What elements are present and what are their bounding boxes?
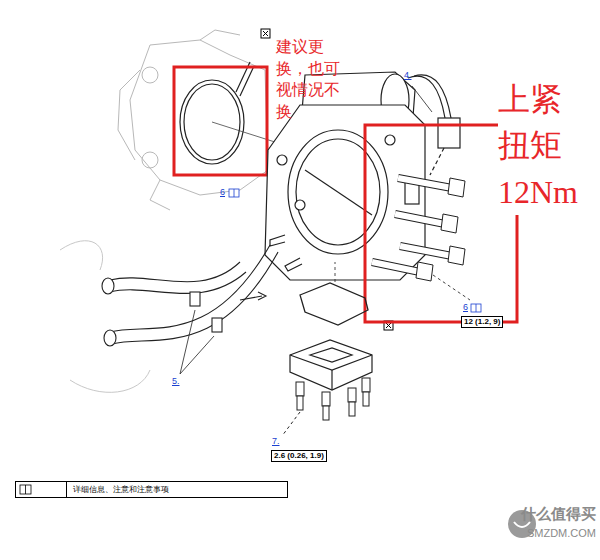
hoses [102,245,278,374]
callout-number: 6 [220,187,225,198]
screws [282,378,370,436]
torque-value: 12 (1.2, 9) [461,316,503,328]
book-icon [16,482,67,497]
legend-row: 详细信息、注意和注意事项 [15,481,288,498]
highlight-box [174,67,267,175]
bolts [372,178,470,300]
callout-number: 7. [272,436,280,447]
torque-value: 2.6 (0.26, 1.9) [271,450,327,462]
torque-note: 上紧扭矩12Nm [498,76,582,215]
callout-number: 6 [463,302,468,313]
watermark: SMZDM.COM [527,527,596,540]
book-icon [229,189,481,312]
intake-manifold [118,30,268,210]
lower-gasket [300,262,368,325]
callout-number: 5. [172,376,180,387]
highlight-box [365,125,517,322]
faint-outline [60,241,150,393]
note-text: 建议更换，也可视情况不换 [276,36,348,122]
callout-number: 4. [404,70,412,81]
watermark: 什么值得买 [521,505,596,523]
legend-text: 详细信息、注意和注意事项 [67,482,169,497]
